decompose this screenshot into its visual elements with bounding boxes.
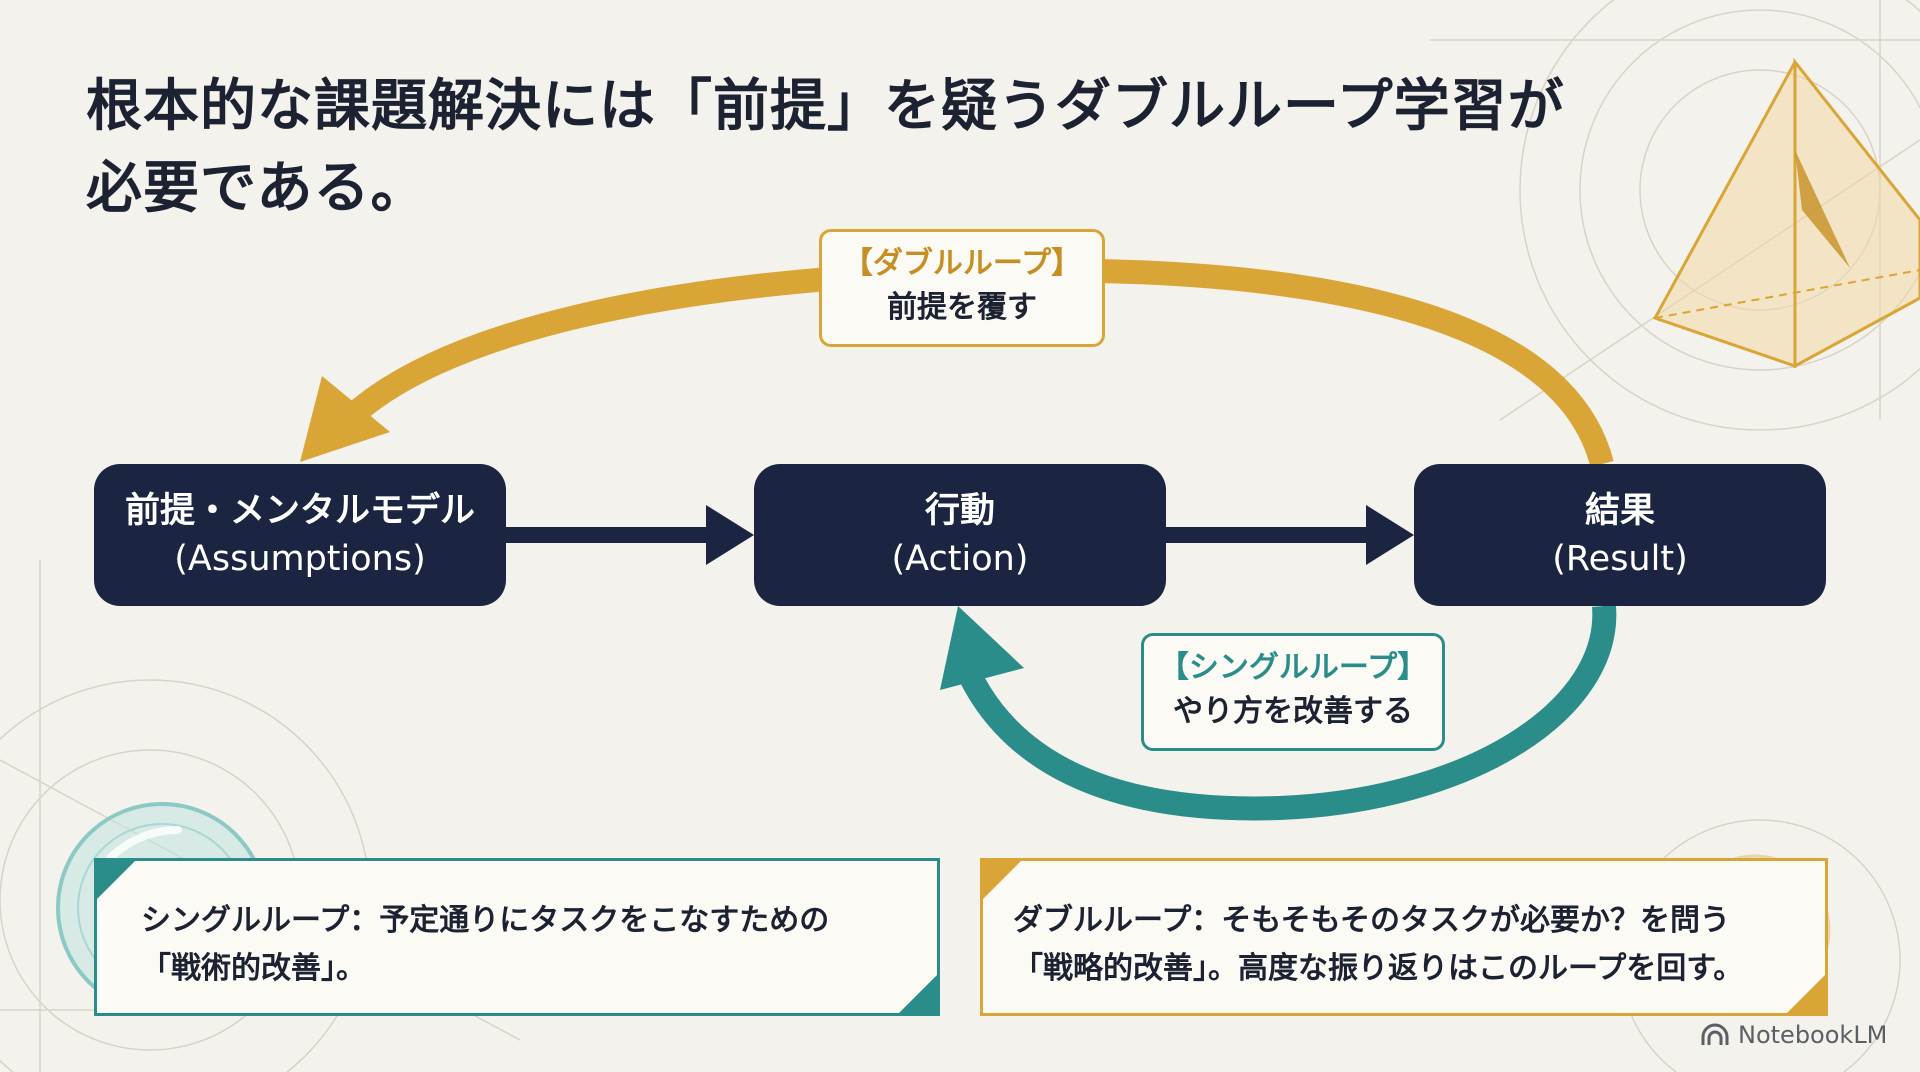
- single-loop-arrowhead: [940, 606, 1024, 690]
- double-loop-arrowhead: [300, 376, 390, 462]
- note-corner: [983, 861, 1021, 899]
- note-double-line-2: 「戦略的改善」。高度な振り返りはこのループを回す。: [1013, 951, 1744, 986]
- note-corner: [97, 861, 135, 899]
- brand-label: NotebookLM: [1738, 1021, 1888, 1049]
- node-result: 結果 (Result): [1414, 464, 1826, 606]
- node-assumptions-label: 前提・メンタルモデル: [124, 491, 475, 531]
- note-single-line-1: シングルループ：予定通りにタスクをこなすための: [141, 903, 830, 938]
- node-assumptions-sub: (Assumptions): [174, 539, 426, 579]
- notebooklm-logo-icon: [1701, 1023, 1729, 1045]
- note-double-loop: ダブルループ：そもそもそのタスクが必要か？を問う 「戦略的改善」。高度な振り返り…: [980, 858, 1828, 1016]
- note-single-loop: シングルループ：予定通りにタスクをこなすための 「戦術的改善」。: [94, 858, 940, 1016]
- note-corner: [899, 975, 937, 1013]
- single-loop-arrow: [948, 605, 1617, 821]
- title-line-1: 根本的な課題解決には「前提」を疑うダブルループ学習が: [86, 74, 1565, 139]
- note-double-line-1: ダブルループ：そもそもそのタスクが必要か？を問う: [1013, 903, 1730, 938]
- node-action: 行動 (Action): [754, 464, 1166, 606]
- note-corner: [1787, 975, 1825, 1013]
- double-loop-label: 【ダブルループ】 前提を覆す: [819, 229, 1105, 347]
- node-action-sub: (Action): [891, 539, 1029, 579]
- single-loop-tag: 【シングルループ】: [1158, 650, 1428, 685]
- page-title: 根本的な課題解決には「前提」を疑うダブルループ学習が 必要である。: [86, 66, 1766, 230]
- node-result-sub: (Result): [1552, 539, 1688, 579]
- double-loop-desc: 前提を覆す: [887, 290, 1037, 325]
- flow-arrowhead-1: [706, 505, 754, 565]
- notebooklm-brand: NotebookLM: [1700, 1018, 1900, 1052]
- double-loop-tag: 【ダブルループ】: [842, 246, 1082, 281]
- node-result-label: 結果: [1584, 491, 1655, 531]
- node-action-label: 行動: [924, 491, 995, 531]
- title-line-2: 必要である。: [86, 156, 428, 221]
- flow-arrowhead-2: [1366, 505, 1414, 565]
- single-loop-desc: やり方を改善する: [1173, 694, 1413, 729]
- single-loop-label: 【シングルループ】 やり方を改善する: [1141, 633, 1445, 751]
- note-single-line-2: 「戦術的改善」。: [141, 951, 366, 986]
- node-assumptions: 前提・メンタルモデル (Assumptions): [94, 464, 506, 606]
